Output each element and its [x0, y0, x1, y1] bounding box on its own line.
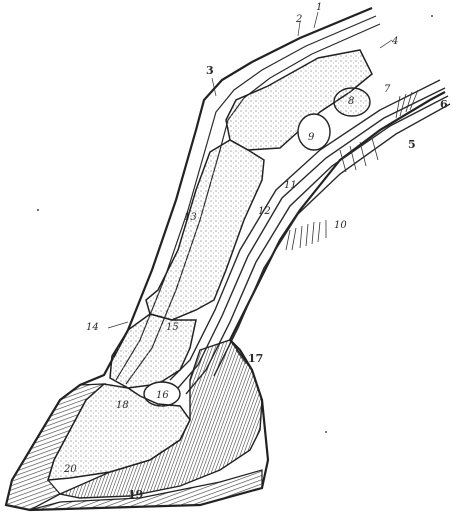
label-12: 12	[258, 206, 271, 217]
label-4: 4	[391, 36, 398, 47]
label-3: 3	[206, 64, 214, 77]
label-5: 5	[408, 138, 416, 151]
label-9: 9	[308, 132, 315, 143]
label-10: 10	[334, 220, 347, 231]
label-13: 13	[184, 212, 197, 223]
label-15: 15	[166, 322, 179, 333]
long-pastern-bone	[146, 140, 264, 320]
scan-speck	[325, 431, 327, 433]
label-17: 17	[248, 352, 263, 365]
label-20: 20	[63, 464, 77, 475]
scan-speck	[37, 209, 39, 211]
label-18: 18	[116, 400, 129, 411]
label-16: 16	[156, 390, 169, 401]
label-6: 6	[440, 98, 448, 111]
scan-speck	[431, 15, 433, 17]
label-19: 19	[128, 488, 143, 501]
label-11: 11	[284, 180, 297, 191]
label-7: 7	[384, 84, 391, 95]
label-14: 14	[86, 322, 99, 333]
label-2: 2	[295, 14, 302, 25]
label-8: 8	[348, 96, 354, 107]
label-1: 1	[316, 2, 322, 13]
short-pastern-bone	[110, 314, 196, 388]
